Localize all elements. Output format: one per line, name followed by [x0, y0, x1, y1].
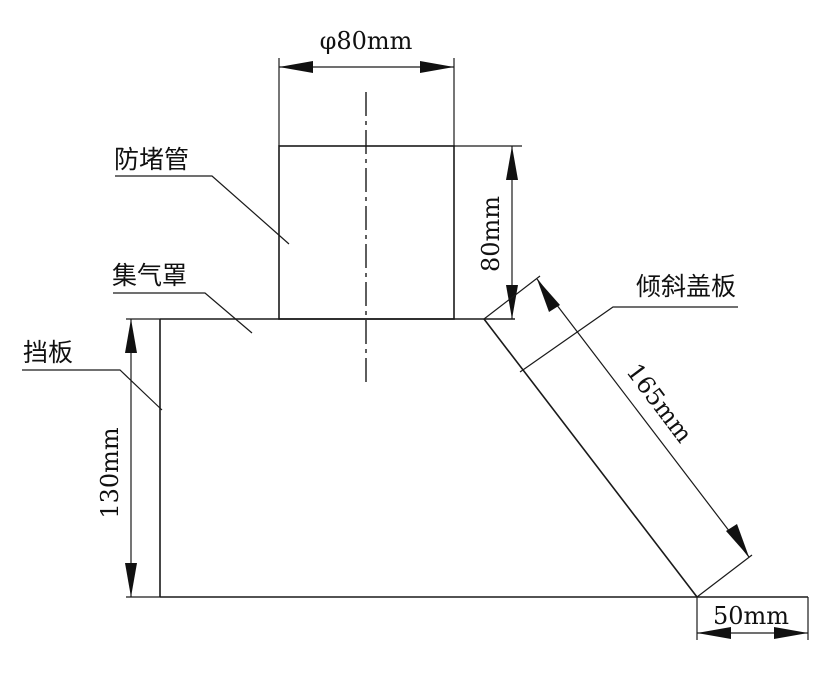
- gas-hood-leader: [113, 292, 253, 334]
- baffle-leader: [22, 369, 163, 411]
- pipe-height-arrow-bottom: [506, 285, 518, 319]
- baffle-label: 挡板: [23, 338, 73, 367]
- pipe-height-arrow-top: [506, 146, 518, 180]
- anti-clog-pipe-leader: [115, 175, 290, 245]
- baffle-height-arrow-top: [125, 319, 137, 353]
- baffle-height-label: 130mm: [96, 427, 124, 519]
- inclined-ext-top: [483, 275, 541, 320]
- pipe-height-label: 80mm: [477, 196, 505, 272]
- pipe-diameter-label: φ80mm: [320, 27, 413, 55]
- inclined-cover-line: [483, 318, 698, 598]
- inclined-cover-leader: [519, 306, 738, 373]
- inclined-dim-line: [536, 278, 750, 558]
- baffle-height-arrow-bottom: [125, 563, 137, 597]
- bottom-offset-label: 50mm: [713, 602, 789, 630]
- bottom-offset-arrow-right: [774, 627, 808, 639]
- inclined-arrow-top: [537, 279, 560, 312]
- inclined-ext-bottom: [696, 554, 753, 598]
- inclined-cover-label: 倾斜盖板: [636, 272, 736, 301]
- inclined-arrow-bottom: [726, 524, 749, 557]
- gas-hood-label: 集气罩: [112, 261, 187, 290]
- anti-clog-pipe-label: 防堵管: [114, 145, 189, 174]
- bottom-offset-arrow-left: [697, 627, 731, 639]
- pipe-diameter-arrow-right: [420, 61, 454, 73]
- pipe-diameter-arrow-left: [279, 61, 313, 73]
